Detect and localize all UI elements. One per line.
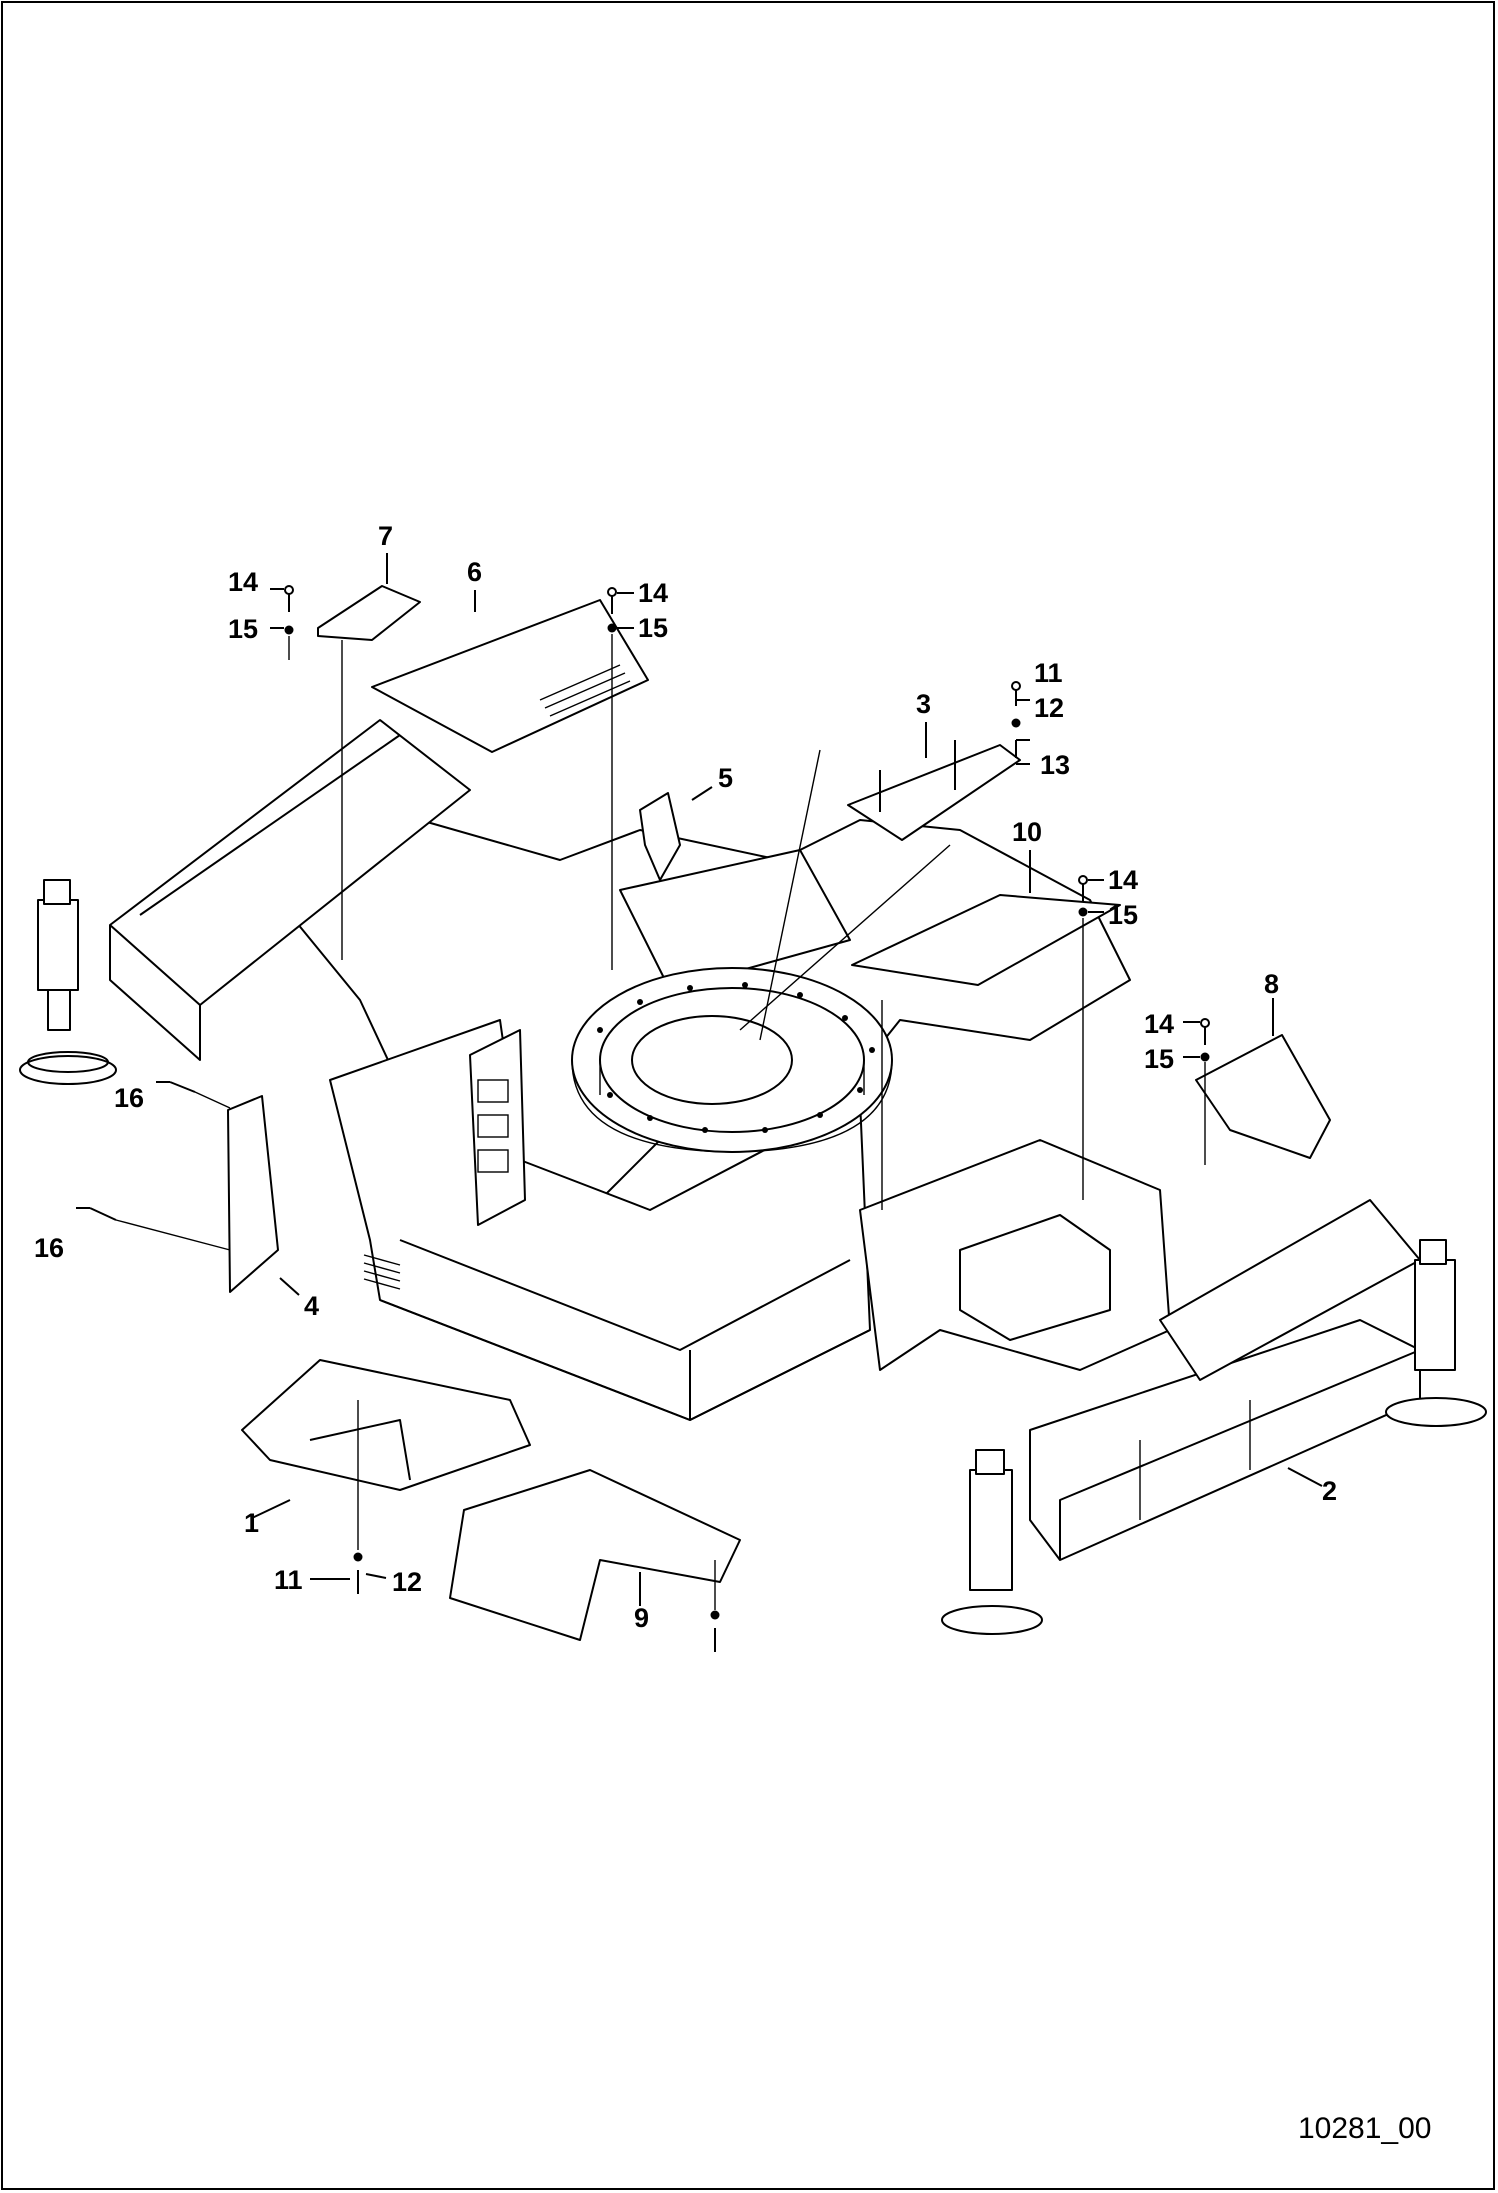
right-outrigger-arm: [941, 1199, 1487, 1635]
slew-ring: [571, 967, 893, 1153]
callout-11-pan: 11: [274, 1565, 303, 1595]
side-panel: [227, 1095, 279, 1293]
callout-2: 2: [1322, 1476, 1337, 1506]
callout-4: 4: [304, 1291, 319, 1321]
center-floor-plate: [851, 894, 1121, 986]
callout-15-vent: 15: [228, 614, 258, 644]
callout-3: 3: [916, 689, 931, 719]
rear-belly-pan: [449, 1469, 741, 1641]
callout-14-right: 14: [1144, 1009, 1174, 1039]
callout-9: 9: [634, 1603, 649, 1633]
callout-12-bracket: 12: [1034, 693, 1064, 723]
callout-8: 8: [1264, 969, 1279, 999]
callout-14-cover: 14: [638, 578, 668, 608]
callout-12-pan: 12: [392, 1567, 422, 1597]
callout-13: 13: [1040, 750, 1070, 780]
callout-15-plate: 15: [1108, 900, 1138, 930]
callout-16-upper: 16: [114, 1083, 144, 1113]
right-vent-cover: [1195, 1034, 1331, 1159]
small-vent-cover: [317, 585, 421, 641]
fasteners: [89, 585, 1210, 1652]
callout-7: 7: [378, 521, 393, 551]
support-bracket: [847, 744, 1021, 841]
callout-11-bracket: 11: [1034, 658, 1063, 688]
callout-16-lower: 16: [34, 1233, 64, 1263]
callout-14-vent: 14: [228, 567, 258, 597]
callout-15-right: 15: [1144, 1044, 1174, 1074]
top-cover-plate: [371, 599, 649, 753]
callout-6: 6: [467, 557, 482, 587]
small-side-plate: [639, 792, 681, 881]
front-belly-pan: [241, 1359, 531, 1491]
callout-1: 1: [244, 1508, 259, 1538]
left-outrigger-arm: [19, 719, 471, 1085]
callout-leaders: [76, 553, 1323, 1606]
callout-14-plate: 14: [1108, 865, 1138, 895]
callout-5: 5: [718, 763, 733, 793]
assembly-lines: [115, 634, 1206, 1610]
figure-id: 10281_00: [1298, 2112, 1431, 2145]
callout-15-cover: 15: [638, 613, 668, 643]
callout-10: 10: [1012, 817, 1042, 847]
